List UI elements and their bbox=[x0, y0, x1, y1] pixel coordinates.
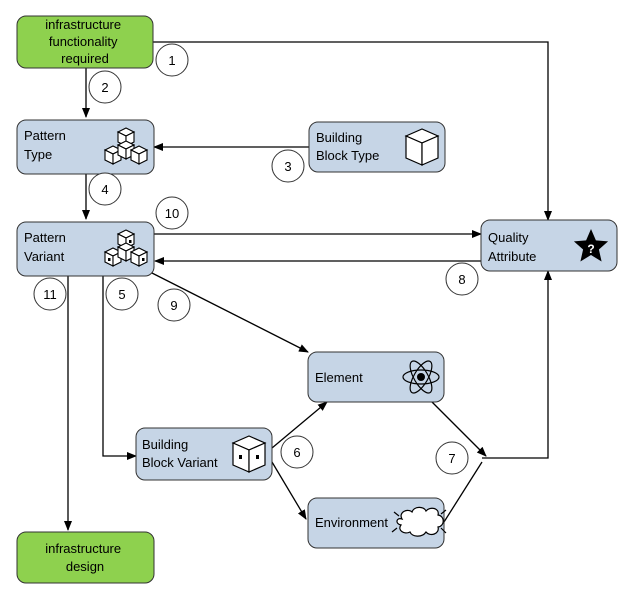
step-number: 9 bbox=[170, 298, 177, 313]
edge-element-to-merge bbox=[431, 401, 487, 457]
node-pattern-variant: Pattern Variant bbox=[16, 221, 155, 277]
svg-text:infrastructure design: infrastructure design bbox=[45, 541, 125, 574]
node-infrastructure-design: infrastructure design bbox=[16, 531, 155, 584]
node-label-line: Pattern bbox=[24, 230, 66, 245]
node-label-line: Attribute bbox=[488, 249, 536, 264]
node-label-line: Environment bbox=[315, 515, 388, 530]
step-number: 5 bbox=[118, 287, 125, 302]
node-label-line: Building bbox=[316, 130, 362, 145]
step-marker-10: 10 bbox=[155, 196, 189, 230]
edge-merge-to-quality bbox=[482, 270, 552, 459]
step-marker-4: 4 bbox=[88, 172, 122, 206]
node-box bbox=[16, 531, 155, 584]
node-label-line: functionality bbox=[49, 34, 118, 49]
node-box bbox=[16, 15, 154, 69]
node-label-line: Type bbox=[24, 147, 52, 162]
node-building-block-type: Building Block Type bbox=[308, 121, 446, 173]
step-markers: 1 2 3 4 5 6 7 8 bbox=[33, 43, 479, 475]
node-label-line: infrastructure bbox=[45, 541, 121, 556]
node-label-line: Element bbox=[315, 370, 363, 385]
svg-text:Pattern Variant: Pattern Variant bbox=[24, 230, 70, 264]
node-infrastructure-functionality-required: infrastructure functionality required bbox=[16, 15, 154, 69]
connectors bbox=[64, 41, 552, 531]
node-label-line: infrastructure bbox=[45, 17, 121, 32]
step-number: 6 bbox=[293, 445, 300, 460]
step-marker-3: 3 bbox=[271, 149, 305, 183]
svg-text:Building Block Type: Building Block Type bbox=[316, 130, 379, 163]
svg-text:?: ? bbox=[587, 242, 594, 256]
node-building-block-variant: Building Block Variant bbox=[135, 427, 273, 481]
node-label-line: Building bbox=[142, 437, 188, 452]
step-number: 8 bbox=[458, 272, 465, 287]
node-pattern-type: Pattern Type bbox=[16, 119, 155, 175]
step-number: 10 bbox=[165, 206, 179, 221]
step-number: 2 bbox=[101, 80, 108, 95]
cube-icon bbox=[404, 128, 440, 166]
step-number: 3 bbox=[284, 159, 291, 174]
node-label-line: Block Variant bbox=[142, 455, 218, 470]
edge-variant-to-element bbox=[149, 271, 309, 353]
node-quality-attribute: Quality Attribute ? bbox=[480, 219, 618, 272]
step-number: 7 bbox=[448, 451, 455, 466]
node-element: Element bbox=[307, 351, 445, 403]
step-marker-8: 8 bbox=[445, 262, 479, 296]
step-marker-11: 11 bbox=[33, 277, 67, 311]
node-label-line: Variant bbox=[24, 249, 65, 264]
step-marker-7: 7 bbox=[435, 441, 469, 475]
node-label-line: Block Type bbox=[316, 148, 379, 163]
edge-environment-to-merge bbox=[443, 461, 483, 523]
step-marker-6: 6 bbox=[280, 435, 314, 469]
node-label-line: Pattern bbox=[24, 128, 66, 143]
step-marker-2: 2 bbox=[88, 70, 122, 104]
svg-text:Quality Attribute: Quality Attribute bbox=[488, 230, 536, 264]
step-marker-9: 9 bbox=[157, 288, 191, 322]
stacked-cubes-icon bbox=[103, 127, 149, 165]
cloud-icon bbox=[391, 506, 447, 537]
atom-icon bbox=[402, 360, 440, 394]
edge-bbvariant-to-environment bbox=[271, 461, 307, 520]
node-environment: Environment bbox=[307, 497, 447, 549]
edge-variant-to-bbvariant bbox=[102, 276, 137, 460]
node-label-line: design bbox=[66, 559, 104, 574]
node-label-line: required bbox=[61, 51, 109, 66]
svg-text:Building Block Variant: Building Block Variant bbox=[142, 437, 218, 470]
stacked-dotted-cubes-icon bbox=[103, 229, 149, 267]
svg-text:infrastructure functiona: infrastructure functionality required bbox=[45, 17, 125, 66]
edge-infra-to-quality bbox=[153, 41, 552, 221]
edge-bbvariant-to-element bbox=[271, 401, 328, 449]
node-label-line: Quality bbox=[488, 230, 529, 245]
step-number: 1 bbox=[168, 53, 175, 68]
dotted-cube-icon bbox=[231, 435, 267, 473]
svg-text:Pattern Type: Pattern Type bbox=[24, 128, 70, 162]
step-number: 4 bbox=[101, 182, 108, 197]
step-marker-5: 5 bbox=[105, 277, 139, 311]
step-marker-1: 1 bbox=[155, 43, 189, 77]
step-number: 11 bbox=[43, 287, 57, 302]
star-question-icon: ? bbox=[573, 229, 609, 262]
